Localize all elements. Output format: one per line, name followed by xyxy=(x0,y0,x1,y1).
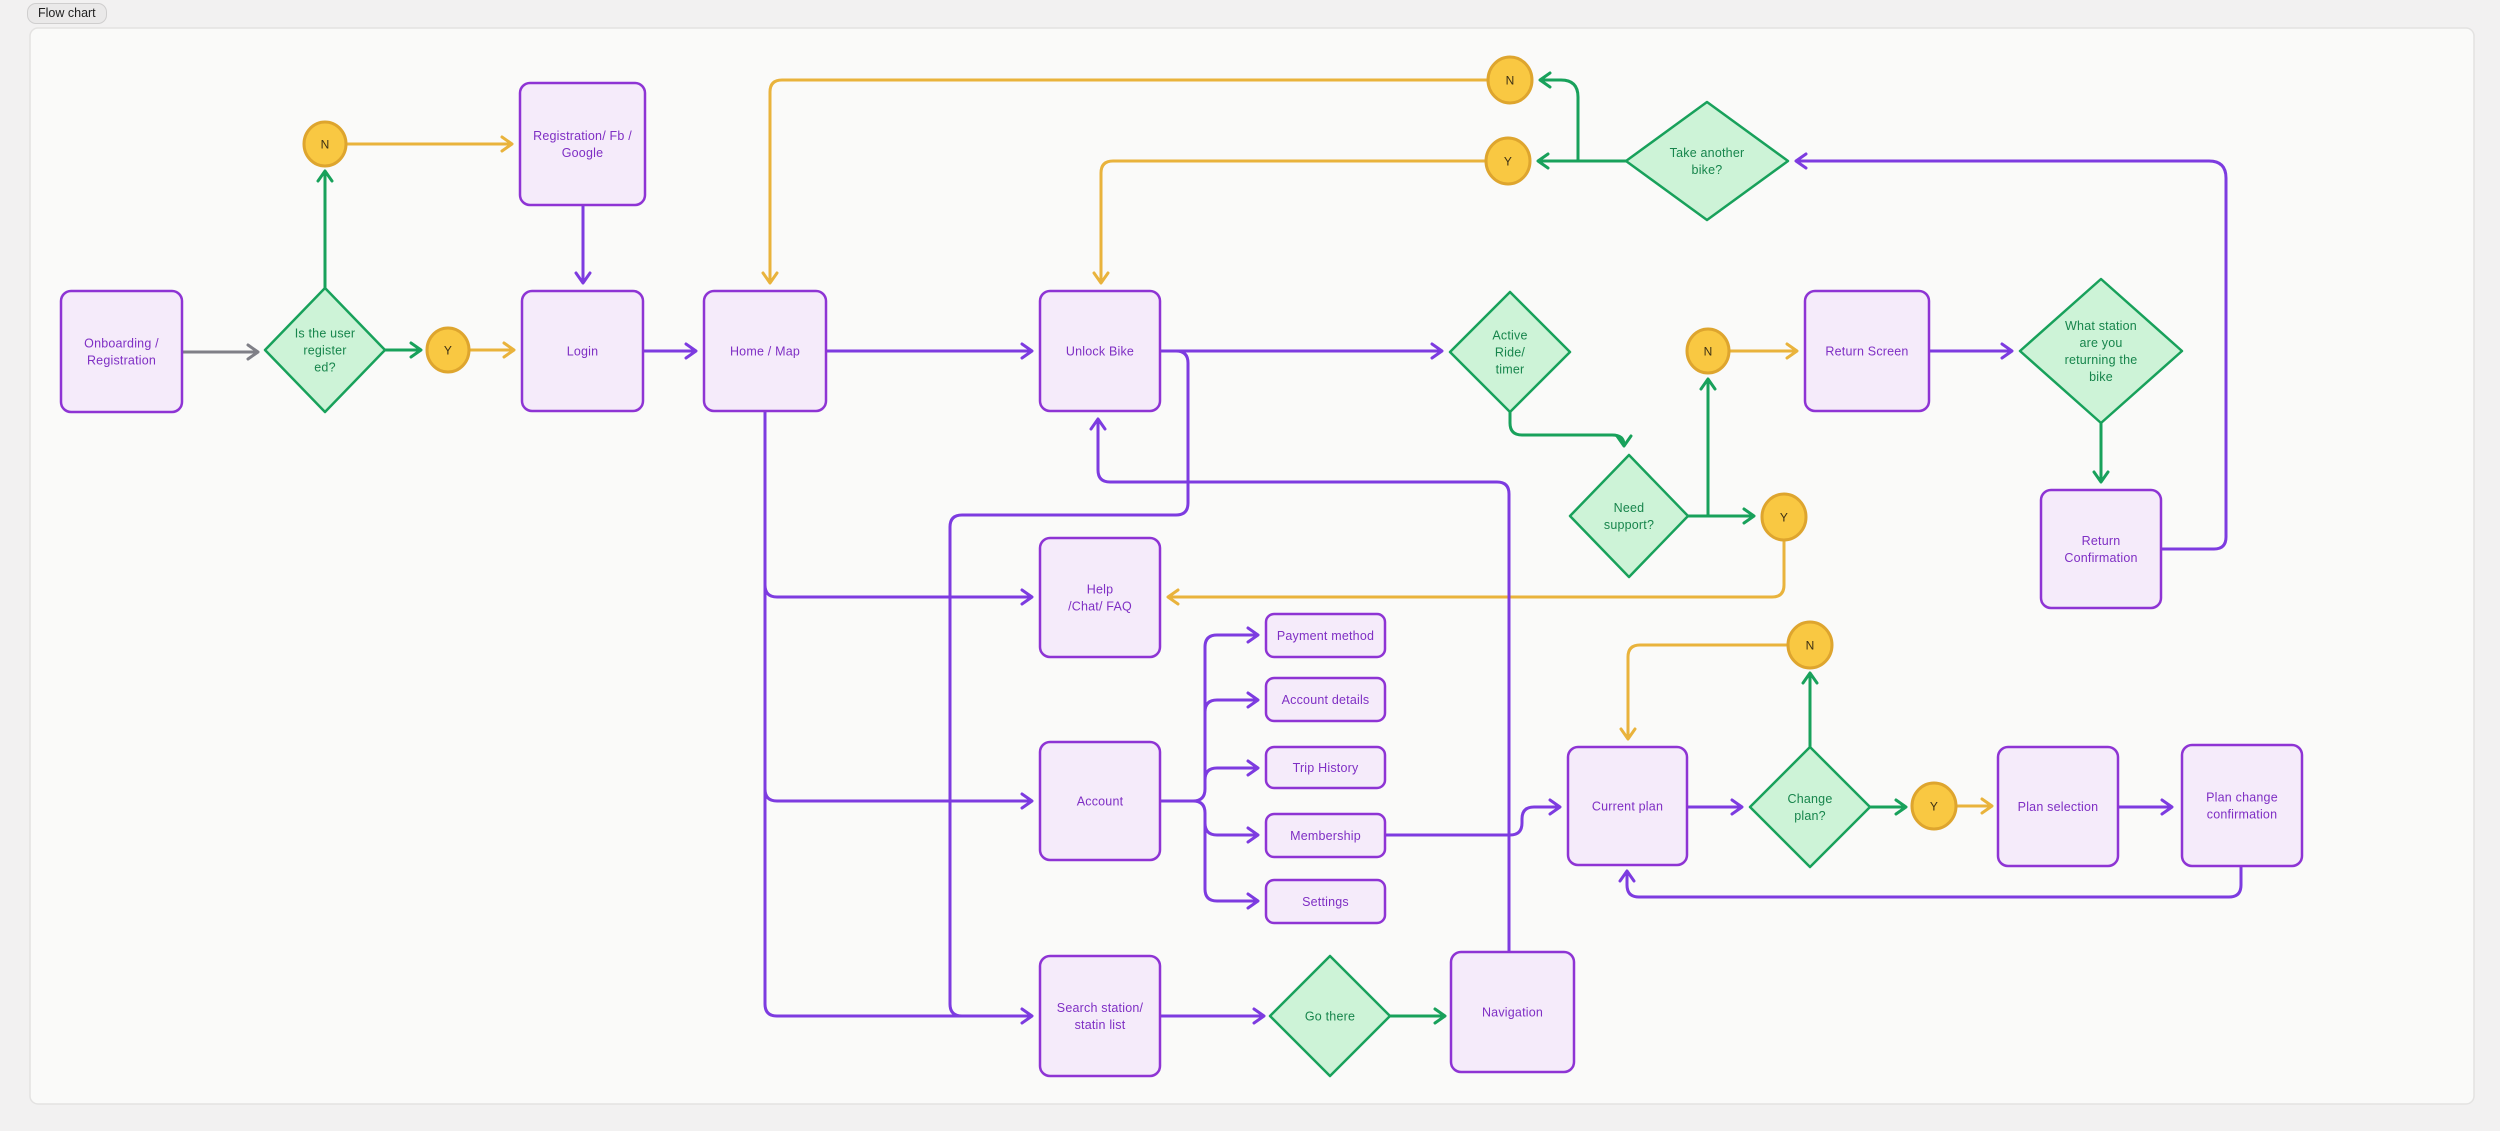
node-label: Unlock Bike xyxy=(1066,344,1134,358)
node-help-chat-faq[interactable]: Help/Chat/ FAQ xyxy=(1038,536,1162,659)
node-label: Plan selection xyxy=(2018,800,2099,814)
label-circle-y-change-plan[interactable]: Y xyxy=(1910,781,1958,831)
label-circle-n-change-plan[interactable]: N xyxy=(1786,620,1834,670)
node-label: Login xyxy=(567,344,599,358)
decision-go-there[interactable]: Go there xyxy=(1268,954,1392,1078)
node-account-details[interactable]: Account details xyxy=(1264,676,1387,723)
node-search-station-list[interactable]: Search station/statin list xyxy=(1038,954,1162,1078)
label-circle-n-need-support[interactable]: N xyxy=(1685,327,1731,375)
node-label: Account xyxy=(1077,794,1124,808)
flow-chart-badge[interactable]: Flow chart xyxy=(27,3,107,24)
connector-take-another-to-n xyxy=(1538,71,1580,163)
connector-n-to-current-plan xyxy=(1619,643,1790,741)
connector-y-to-help xyxy=(1166,537,1786,606)
label-circle-n-registered[interactable]: N xyxy=(302,120,348,168)
node-label: Membership xyxy=(1290,829,1361,843)
connector-home-map-to-search-station xyxy=(763,409,1034,1025)
node-label: Payment method xyxy=(1277,629,1374,643)
node-registration-fb-google[interactable]: Registration/ Fb /Google xyxy=(518,81,647,207)
connector-account-to-account-details xyxy=(1203,691,1260,714)
node-label: N xyxy=(1806,638,1815,652)
node-label: Onboarding /Registration xyxy=(84,336,159,367)
connector-account-to-trip-history xyxy=(1203,759,1260,782)
node-navigation[interactable]: Navigation xyxy=(1449,950,1576,1074)
connector-account-to-settings xyxy=(1203,821,1260,910)
node-label: Y xyxy=(1930,799,1938,813)
node-account[interactable]: Account xyxy=(1038,740,1162,862)
node-label: Search station/statin list xyxy=(1057,1001,1144,1032)
node-label: Navigation xyxy=(1482,1005,1543,1019)
node-current-plan[interactable]: Current plan xyxy=(1566,745,1689,867)
node-membership[interactable]: Membership xyxy=(1264,812,1387,859)
label-circle-y-need-support[interactable]: Y xyxy=(1760,492,1808,542)
node-home-map[interactable]: Home / Map xyxy=(702,289,828,413)
node-label: Account details xyxy=(1282,693,1370,707)
node-label: Help/Chat/ FAQ xyxy=(1068,582,1132,613)
connector-active-ride-to-need-support xyxy=(1508,410,1633,448)
node-label: Home / Map xyxy=(730,344,800,358)
label-circle-y-take-another[interactable]: Y xyxy=(1484,136,1532,186)
node-label: N xyxy=(1506,73,1515,87)
node-label: N xyxy=(321,137,330,151)
connector-n-to-home-map xyxy=(761,78,1490,285)
node-settings[interactable]: Settings xyxy=(1264,878,1387,925)
connector-y-to-unlock-bike xyxy=(1092,159,1487,285)
node-label: Return Screen xyxy=(1825,344,1908,358)
node-unlock-bike[interactable]: Unlock Bike xyxy=(1038,289,1162,413)
node-return-screen[interactable]: Return Screen xyxy=(1803,289,1931,413)
node-payment-method[interactable]: Payment method xyxy=(1264,612,1387,659)
node-label: Y xyxy=(444,343,452,357)
connector-membership-to-current-plan xyxy=(1383,798,1562,837)
node-label: Registration/ Fb /Google xyxy=(533,129,632,160)
connector-unlock-bike-to-search-station xyxy=(948,349,1190,1018)
node-onboarding-registration[interactable]: Onboarding /Registration xyxy=(59,289,184,414)
connector-return-conf-to-take-another xyxy=(1794,152,2228,551)
node-label: N xyxy=(1704,344,1713,358)
label-circle-y-registered[interactable]: Y xyxy=(425,326,471,374)
node-plan-selection[interactable]: Plan selection xyxy=(1996,745,2120,868)
node-label: Current plan xyxy=(1592,799,1663,813)
node-trip-history[interactable]: Trip History xyxy=(1264,745,1387,790)
node-label: Y xyxy=(1504,154,1512,168)
node-label: Settings xyxy=(1302,895,1349,909)
connector-plan-confirmation-to-current-plan xyxy=(1618,864,2243,899)
node-label: Trip History xyxy=(1293,761,1359,775)
label-circle-n-take-another[interactable]: N xyxy=(1486,55,1534,105)
node-login[interactable]: Login xyxy=(520,289,645,413)
node-label: Y xyxy=(1780,510,1788,524)
connector-navigation-to-unlock-bike xyxy=(1089,417,1511,954)
node-label: Go there xyxy=(1305,1009,1355,1023)
